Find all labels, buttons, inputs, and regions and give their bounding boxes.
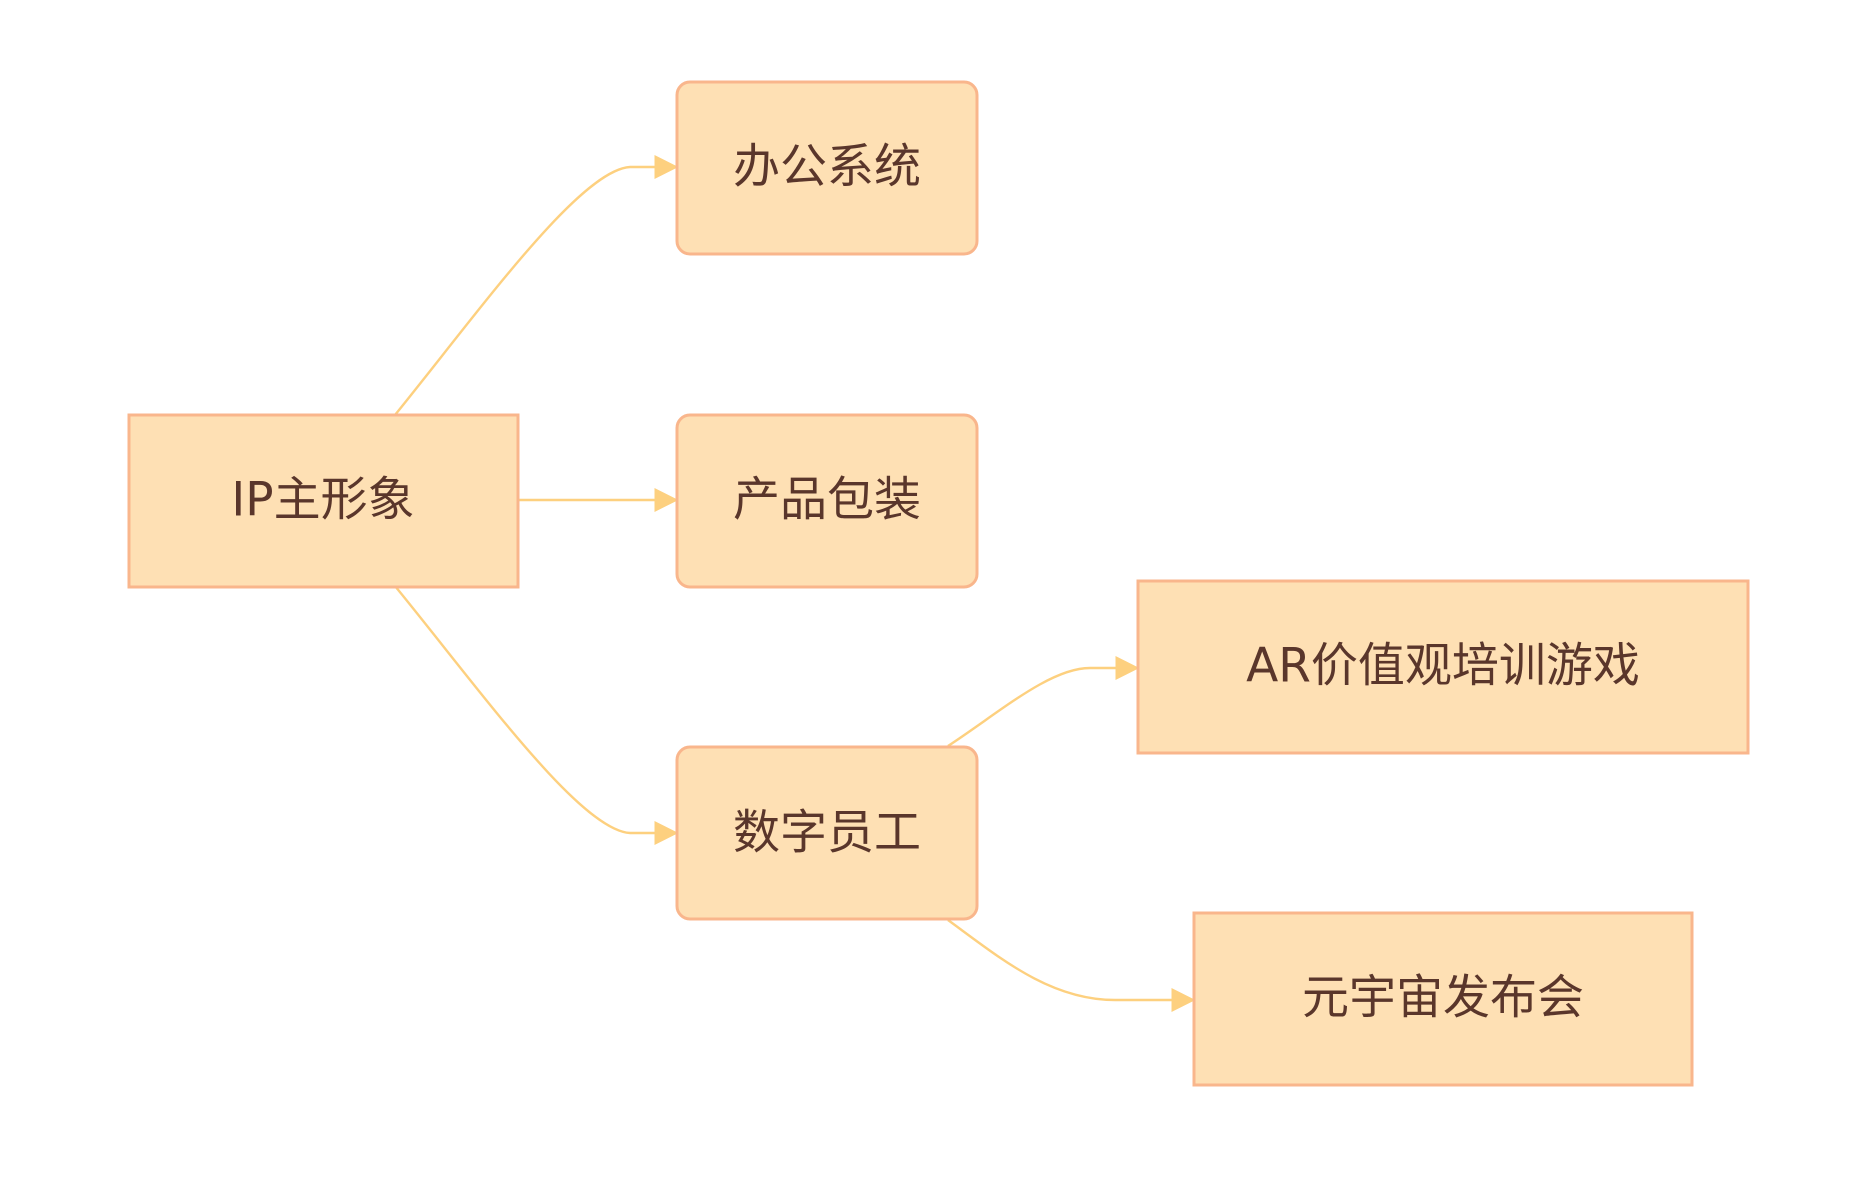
- node-label: 产品包装: [733, 473, 921, 528]
- node-ip-main-image: IP主形象: [127, 413, 520, 589]
- edge-ip-to-office: [394, 155, 679, 416]
- edge-digital-to-metaverse: [947, 919, 1196, 1012]
- node-ar-values-training-game: AR价值观培训游戏: [1136, 579, 1750, 755]
- node-product-packaging: 产品包装: [675, 413, 979, 589]
- node-label: 数字员工: [733, 806, 921, 861]
- node-metaverse-launch: 元宇宙发布会: [1192, 911, 1694, 1087]
- node-label: IP主形象: [231, 473, 414, 528]
- node-office-system: 办公系统: [675, 80, 979, 256]
- node-label: AR价值观培训游戏: [1246, 639, 1640, 694]
- edge-digital-to-ar-game: [947, 656, 1140, 748]
- node-digital-employee: 数字员工: [675, 745, 979, 921]
- node-label: 元宇宙发布会: [1302, 971, 1584, 1026]
- edges: [394, 155, 1196, 1012]
- node-label: 办公系统: [733, 140, 921, 195]
- edge-ip-to-digital: [394, 585, 679, 845]
